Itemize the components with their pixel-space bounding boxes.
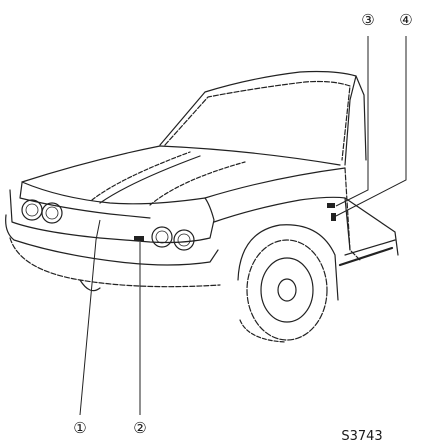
door-edge: [344, 167, 361, 261]
car-drawing: [5, 70, 399, 343]
side-body-line: [344, 197, 399, 256]
a-pillar: [355, 75, 367, 161]
callout-1: ①: [73, 419, 86, 437]
headlight-right-outer: [173, 229, 195, 251]
side-sill: [344, 239, 396, 256]
roof-outline: [159, 70, 357, 166]
leader-lines: [79, 36, 407, 416]
headlight-left-outer: [21, 199, 43, 221]
grille-top: [19, 182, 151, 219]
hood-left-edge: [21, 145, 161, 183]
grille-emblem: [134, 236, 144, 241]
leader-line-4: [335, 36, 407, 217]
callout-4: ④: [399, 11, 412, 29]
callout-4-label: ④: [399, 11, 412, 29]
callout-2: ②: [133, 419, 146, 437]
front-wheel-rim: [260, 257, 314, 323]
hood-stripe-1: [91, 151, 191, 201]
leader-line-3: [335, 36, 369, 207]
front-bumper: [5, 214, 219, 266]
headlight-right-inner: [151, 226, 173, 248]
front-fender: [213, 196, 351, 251]
wheel-arch: [237, 224, 339, 301]
hood-front-edge: [21, 181, 206, 205]
headlight-left-inner: [41, 202, 63, 224]
hood-right-edge: [204, 167, 346, 199]
figure-code: S3743: [341, 429, 382, 444]
side-marker-3: [327, 203, 335, 208]
front-panel: [9, 189, 215, 244]
windshield-lower-edge: [159, 145, 341, 166]
callout-2-label: ②: [133, 419, 146, 437]
front-tire: [246, 239, 328, 341]
callout-3: ③: [361, 11, 374, 29]
side-marker-4: [331, 213, 336, 221]
callout-1-label: ①: [73, 419, 86, 437]
hood-stripe-2: [99, 155, 201, 204]
hood-stripe-3: [149, 161, 246, 206]
callout-3-label: ③: [361, 11, 374, 29]
leader-line-1: [79, 219, 101, 416]
lower-valance: [9, 237, 221, 288]
windshield: [164, 80, 351, 161]
